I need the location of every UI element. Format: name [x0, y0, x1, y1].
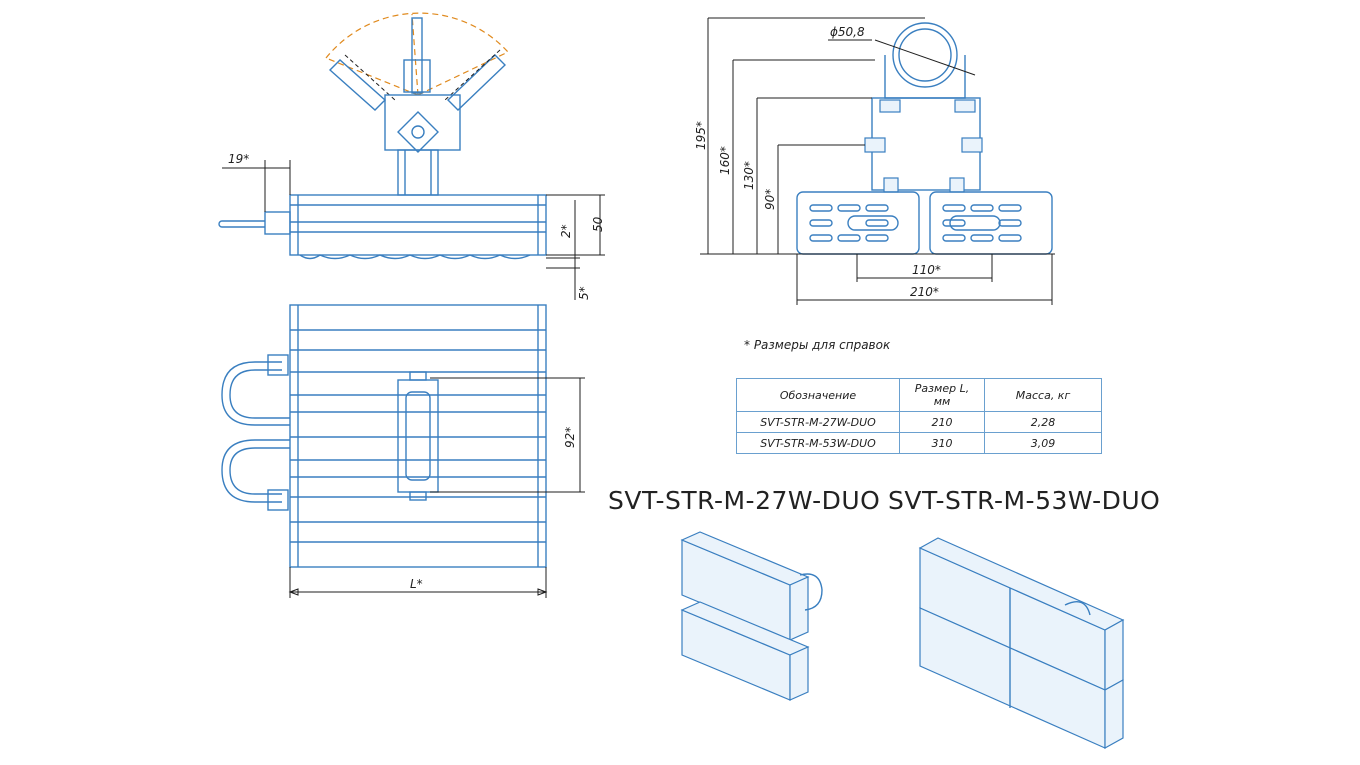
model-title-right: SVT-STR-M-53W-DUO	[888, 486, 1161, 515]
dim-19: 19*	[228, 152, 249, 166]
header-designation: Обозначение	[736, 378, 900, 412]
cell-designation: SVT-STR-M-27W-DUO	[736, 411, 900, 433]
dim-160: 160*	[718, 146, 732, 175]
header-size: Размер L, мм	[899, 378, 985, 412]
module-slots	[809, 204, 1022, 242]
isometric-27w	[680, 531, 823, 701]
dim-195: 195*	[694, 121, 708, 150]
cell-size: 310	[899, 432, 985, 454]
front-view	[700, 17, 1055, 305]
header-mass: Масса, кг	[984, 378, 1102, 412]
dim-130: 130*	[742, 161, 756, 190]
dim-diameter: ϕ50,8	[830, 25, 865, 39]
model-title-left: SVT-STR-M-27W-DUO	[608, 486, 881, 515]
dim-90: 90*	[763, 189, 777, 210]
table-header-row: Обозначение Размер L, мм Масса, кг	[736, 378, 1102, 412]
dim-2: 2*	[559, 224, 573, 238]
cell-mass: 2,28	[984, 411, 1102, 433]
isometric-53w	[918, 537, 1125, 750]
rotation-arc	[325, 12, 509, 59]
table-row: SVT-STR-M-53W-DUO 310 3,09	[736, 432, 1102, 454]
side-view	[218, 12, 605, 300]
table-row: SVT-STR-M-27W-DUO 210 2,28	[736, 411, 1102, 433]
spec-table: Обозначение Размер L, мм Масса, кг SVT-S…	[736, 378, 1102, 454]
dim-50: 50	[591, 216, 605, 232]
dim-92: 92*	[563, 427, 577, 448]
dim-L: L*	[410, 577, 423, 591]
cell-size: 210	[899, 411, 985, 433]
dim-110: 110*	[912, 263, 941, 277]
cell-mass: 3,09	[984, 432, 1102, 454]
top-view	[221, 304, 585, 598]
cell-designation: SVT-STR-M-53W-DUO	[736, 432, 900, 454]
dim-5: 5*	[577, 286, 591, 300]
reference-note: * Размеры для справок	[744, 338, 891, 352]
dim-210: 210*	[910, 285, 939, 299]
